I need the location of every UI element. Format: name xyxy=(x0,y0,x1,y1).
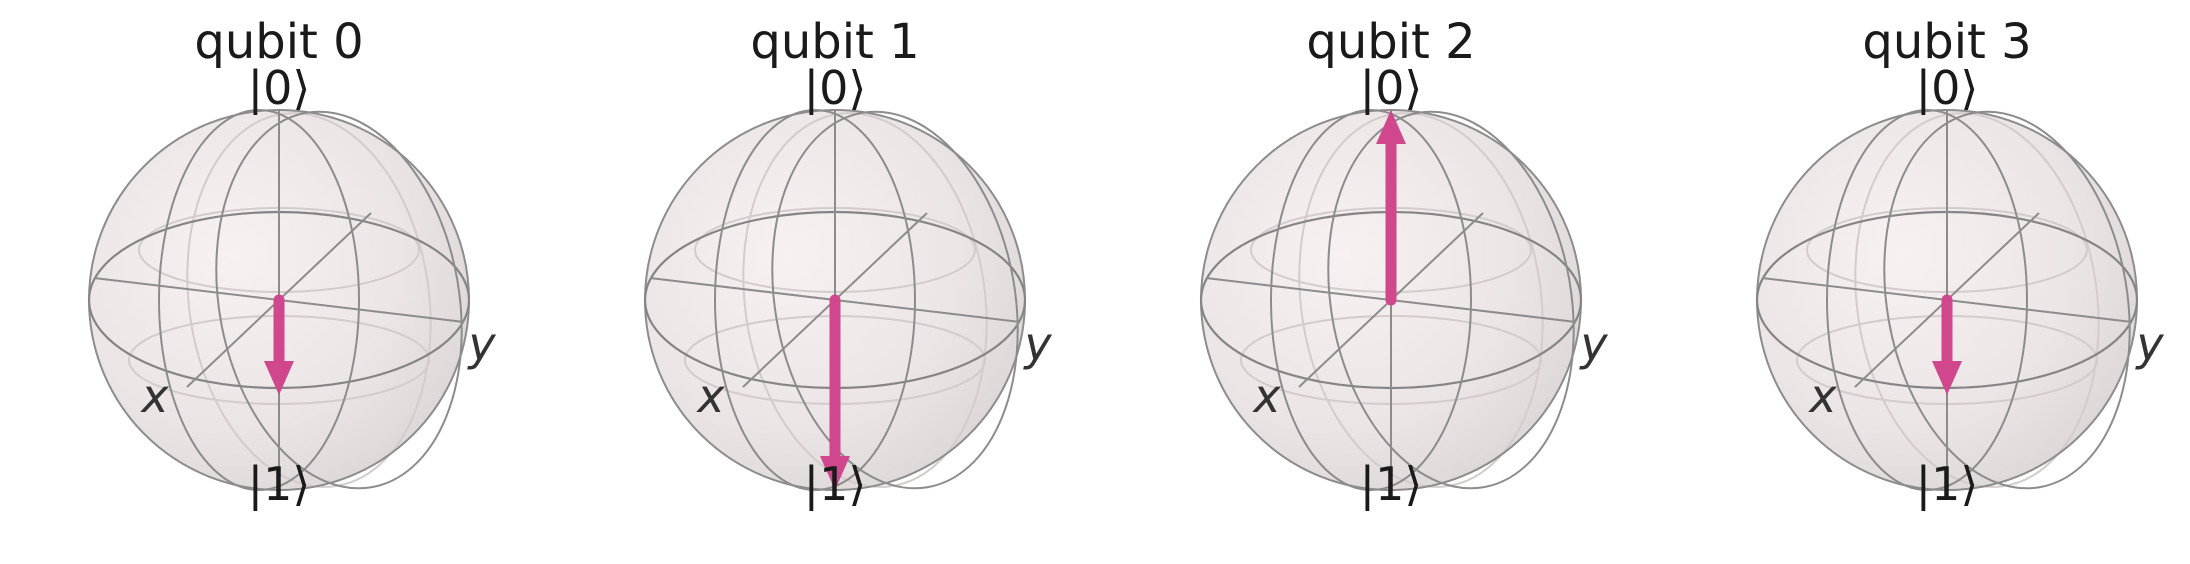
state-vector-head xyxy=(1376,110,1406,144)
bloch-sphere-qubit-3: qubit 3 |0⟩ |1⟩ x y xyxy=(1755,14,2164,512)
ket-zero-label: |0⟩ xyxy=(1360,61,1423,116)
bloch-sphere-qubit-0: qubit 0 |0⟩ |1⟩ x y xyxy=(87,14,496,512)
y-axis-label: y xyxy=(2134,317,2164,371)
state-vector-head xyxy=(1932,361,1962,395)
x-axis-label: x xyxy=(695,369,725,423)
bloch-sphere-qubit-2: qubit 2 |0⟩ |1⟩ x y xyxy=(1199,14,1608,512)
ket-one-label: |1⟩ xyxy=(1916,457,1979,512)
state-vector xyxy=(820,294,850,490)
bloch-sphere-qubit-1: qubit 1 |0⟩ |1⟩ x y xyxy=(643,14,1052,512)
state-vector-head xyxy=(264,361,294,395)
y-axis-label: y xyxy=(1022,317,1052,371)
ket-zero-label: |0⟩ xyxy=(1916,61,1979,116)
qubit-title: qubit 1 xyxy=(750,14,919,70)
state-vector xyxy=(264,294,294,395)
state-vector-head xyxy=(820,456,850,490)
ket-zero-label: |0⟩ xyxy=(804,61,867,116)
x-axis-label: x xyxy=(1251,369,1281,423)
x-axis-label: x xyxy=(139,369,169,423)
ket-one-label: |1⟩ xyxy=(1360,457,1423,512)
qubit-title: qubit 0 xyxy=(194,14,363,70)
ket-one-label: |1⟩ xyxy=(804,457,867,512)
ket-one-label: |1⟩ xyxy=(248,457,311,512)
y-axis-label: y xyxy=(1578,317,1608,371)
qubit-title: qubit 2 xyxy=(1306,14,1475,70)
y-axis-label: y xyxy=(466,317,496,371)
ket-zero-label: |0⟩ xyxy=(248,61,311,116)
state-vector xyxy=(1932,294,1962,395)
qubit-title: qubit 3 xyxy=(1862,14,2031,70)
state-vector xyxy=(1376,110,1406,306)
x-axis-label: x xyxy=(1807,369,1837,423)
